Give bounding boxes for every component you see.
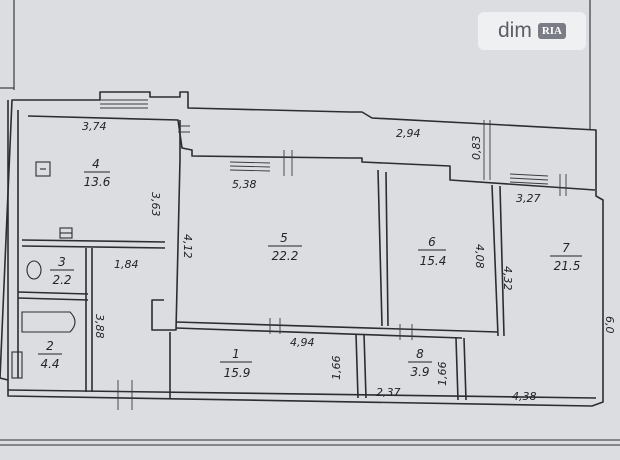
room-area: 4.4 [40,357,59,371]
dim-0-83: 0,83 [470,136,483,161]
bottom-wall-inner [7,389,597,399]
room-area: 21.5 [554,259,581,273]
room-area: 3.9 [410,365,429,379]
room-4-label: 4 13.6 [84,157,111,189]
dim-3-88: 3,88 [93,314,106,339]
room-2-label: 2 4.4 [38,339,62,371]
wall-rooms-corridor [175,321,499,339]
dim-2-94: 2,94 [396,127,421,140]
room-1-label: 1 15.9 [220,347,252,380]
dim-6-0: 6,0 [603,316,616,334]
room-number: 7 [562,241,570,255]
dim-5-38: 5,38 [232,178,257,191]
room-number: 5 [280,231,288,245]
room-number: 4 [92,157,100,171]
wall-room5-room6 [377,169,389,327]
bath-marker [11,351,23,379]
dim-4-08: 4,08 [473,244,486,269]
dim-4-94: 4,94 [290,336,315,349]
wall-room3-room2 [17,291,89,301]
room-area: 15.4 [420,254,447,268]
dim-3-27: 3,27 [516,192,541,205]
wall-room4-room5 [151,120,181,331]
room-number: 1 [232,347,240,361]
wall-bath-corridor [85,248,93,392]
room-7-label: 7 21.5 [550,241,582,273]
room-number: 6 [428,235,436,249]
room-8-label: 8 3.9 [408,347,432,379]
stove-icon [35,161,51,177]
room-number: 8 [416,347,424,361]
room-area: 2.2 [52,273,71,287]
dim-4-38: 4,38 [512,390,537,403]
room-3-label: 3 2.2 [50,255,74,287]
room-area: 15.9 [224,366,251,380]
room-number: 3 [58,255,66,269]
toilet-icon [26,260,42,280]
room-6-label: 6 15.4 [418,235,446,268]
outer-wall-contour [0,91,604,407]
bathtub-icon [21,311,76,333]
left-wall [7,100,19,380]
room-5-label: 5 22.2 [268,231,302,263]
room-area: 22.2 [272,249,299,263]
watermark-text: dim [497,19,532,42]
room-area: 13.6 [84,175,111,189]
dim-3-63: 3,63 [149,192,162,217]
dim-1-66-right: 1,66 [436,362,449,387]
dim-2-37: 2,37 [376,386,401,399]
dim-4-32: 4,32 [501,266,514,291]
dim-4-12: 4,12 [181,234,194,259]
window-marks [100,99,567,410]
watermark-badge: RIA [537,23,566,39]
dim-1-66-left: 1,66 [330,356,343,381]
dim-3-74: 3,74 [82,120,107,133]
watermark-logo: dim RIA [478,12,586,50]
room-number: 2 [46,339,54,353]
wall-room8 [355,333,467,401]
wall-room6-room7 [491,184,505,337]
dim-1-84: 1,84 [114,258,139,271]
wall-room4-room3 [21,239,166,249]
